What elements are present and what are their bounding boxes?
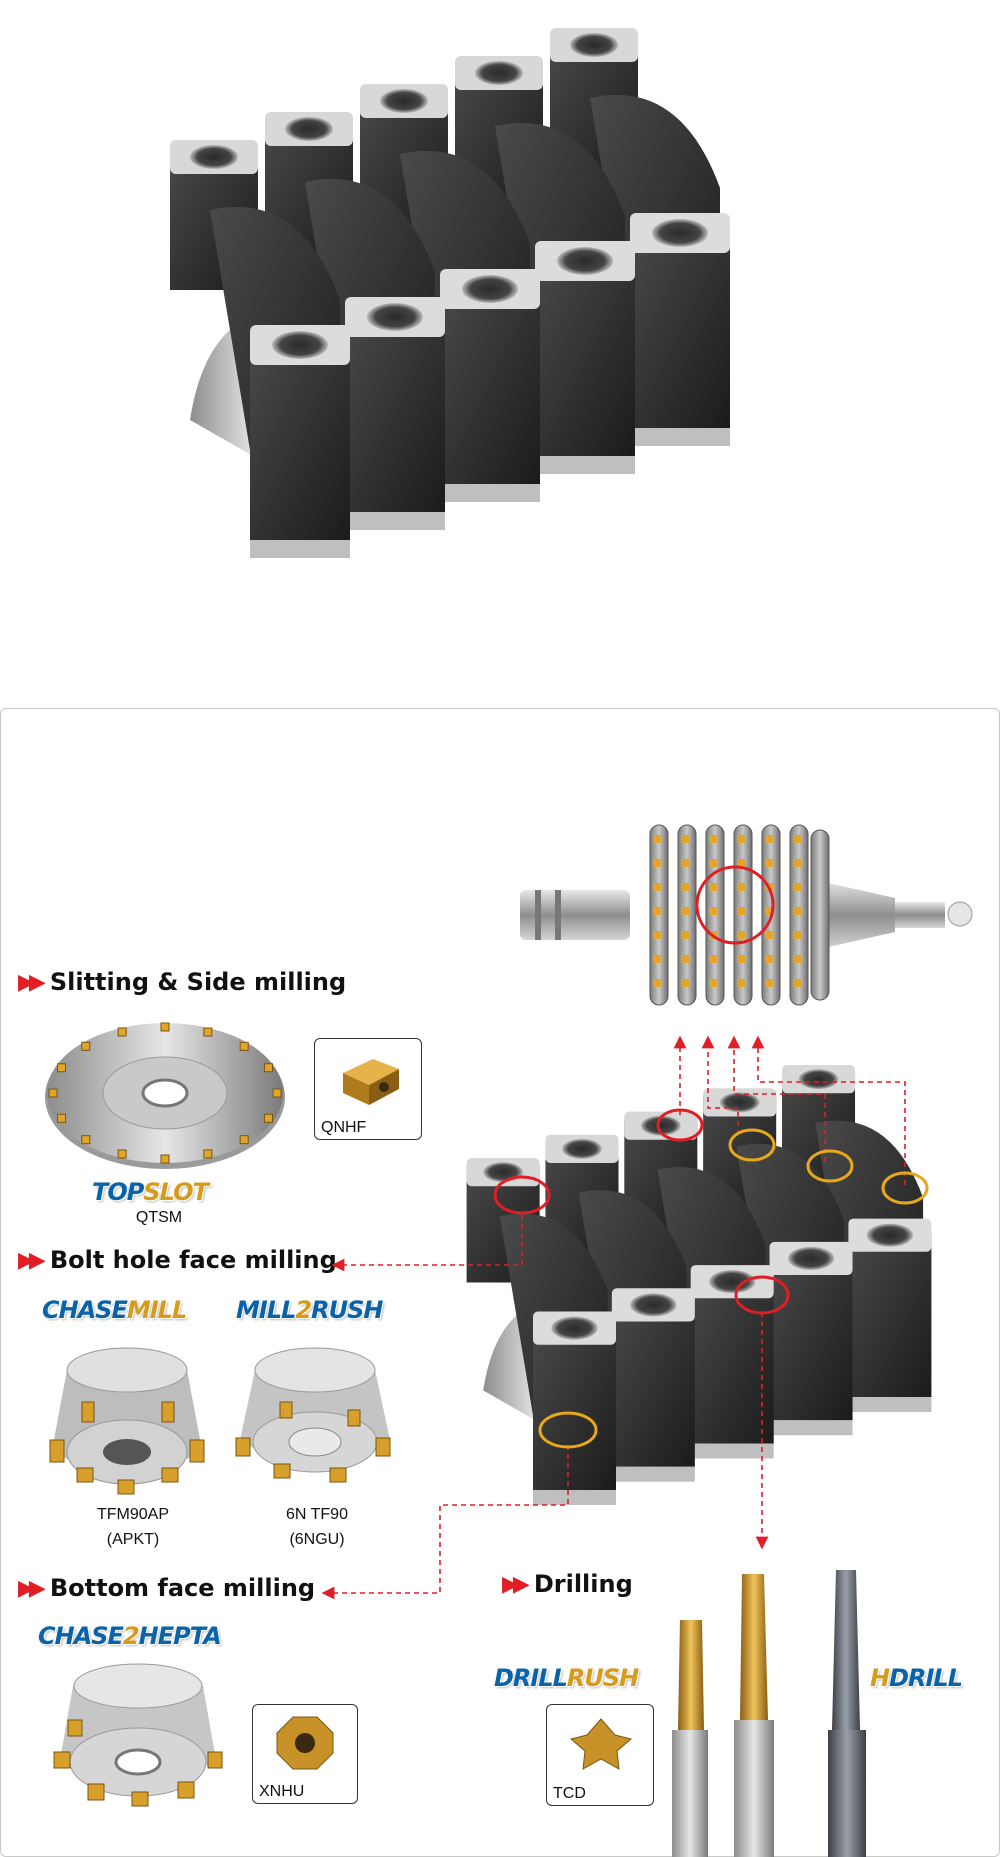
bearing-caps-hero-image bbox=[170, 28, 730, 558]
xnhu-insert-icon bbox=[276, 1716, 334, 1770]
topslot-brand-logo: TOPSLOT bbox=[92, 1178, 209, 1206]
chase2hepta-brand-logo: CHASE2HEPTA bbox=[38, 1622, 222, 1650]
workpiece-image bbox=[466, 1065, 932, 1505]
qnhf-insert-icon bbox=[343, 1059, 399, 1105]
6n-tf90-caption: 6N TF90 (6NGU) bbox=[286, 1506, 348, 1548]
drills-image bbox=[672, 1570, 866, 1857]
mill2rush-brand-logo: MILL2RUSH bbox=[236, 1296, 383, 1324]
6n-tf90-cutter-image bbox=[235, 1347, 391, 1483]
qnhf-insert-box: QNHF bbox=[314, 1038, 422, 1140]
bolt-hole-section-title: ▶▶ Bolt hole face milling bbox=[18, 1246, 337, 1274]
drillrush-brand-logo: DRILLRUSH bbox=[494, 1664, 639, 1692]
tcd-insert-icon bbox=[569, 1718, 633, 1770]
tfm90ap-caption: TFM90AP (APKT) bbox=[96, 1506, 169, 1548]
bottom-face-section-title: ▶▶ Bottom face milling bbox=[18, 1574, 316, 1602]
qtsm-caption: QTSM bbox=[135, 1209, 183, 1226]
slitting-section-title: ▶▶ Slitting & Side milling bbox=[18, 968, 347, 996]
slitting-cutter-image bbox=[45, 1022, 285, 1169]
hdrill-brand-logo: HDRILL bbox=[870, 1664, 963, 1692]
tfm90ap-cutter-image bbox=[49, 1347, 205, 1495]
tcd-insert-box: TCD bbox=[546, 1704, 654, 1806]
chase2hepta-cutter-image bbox=[53, 1663, 223, 1807]
xnhu-insert-box: XNHU bbox=[252, 1704, 358, 1804]
gang-milling-arbor-image bbox=[520, 824, 973, 1006]
chasemill-brand-logo: CHASEMILL bbox=[42, 1296, 187, 1324]
drilling-section-title: ▶▶ Drilling bbox=[502, 1570, 633, 1598]
